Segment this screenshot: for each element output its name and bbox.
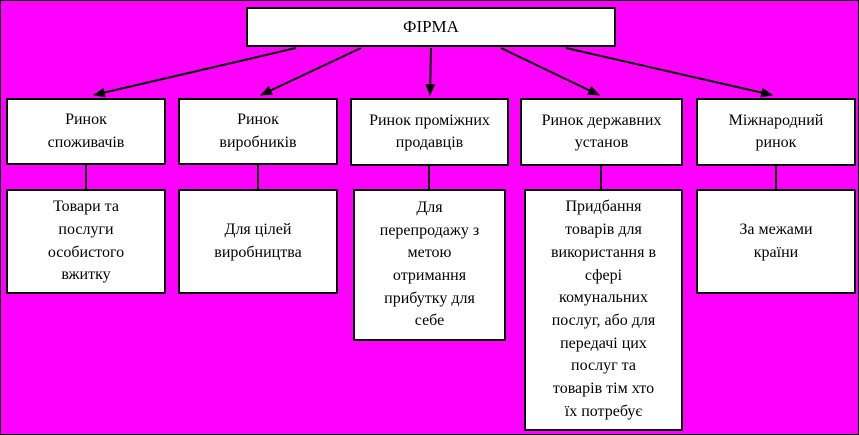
node-market-international: Міжнародний ринок [696,98,856,166]
arrow-international-icon [565,47,773,98]
node-market-consumers: Ринок споживачів [6,98,166,165]
node-market-government: Ринок державних установ [520,98,683,166]
arrow-producers-icon [260,47,362,96]
arrow-government-icon [500,47,600,96]
arrow-consumers-icon [93,47,297,98]
node-firm: ФІРМА [246,7,616,47]
node-market-producers: Ринок виробників [178,98,338,165]
arrow-resellers-icon [425,47,436,96]
node-desc-producers: Для цілей виробництва [178,189,338,294]
node-desc-consumers: Товари та послуги особистого вжитку [6,189,166,294]
node-desc-resellers: Для перепродажу з метою отримання прибут… [353,189,506,341]
node-market-resellers: Ринок проміжних продавців [350,98,509,166]
node-desc-international: За межами країни [696,189,856,294]
node-desc-government: Придбання товарів для використання в сфе… [524,189,683,431]
